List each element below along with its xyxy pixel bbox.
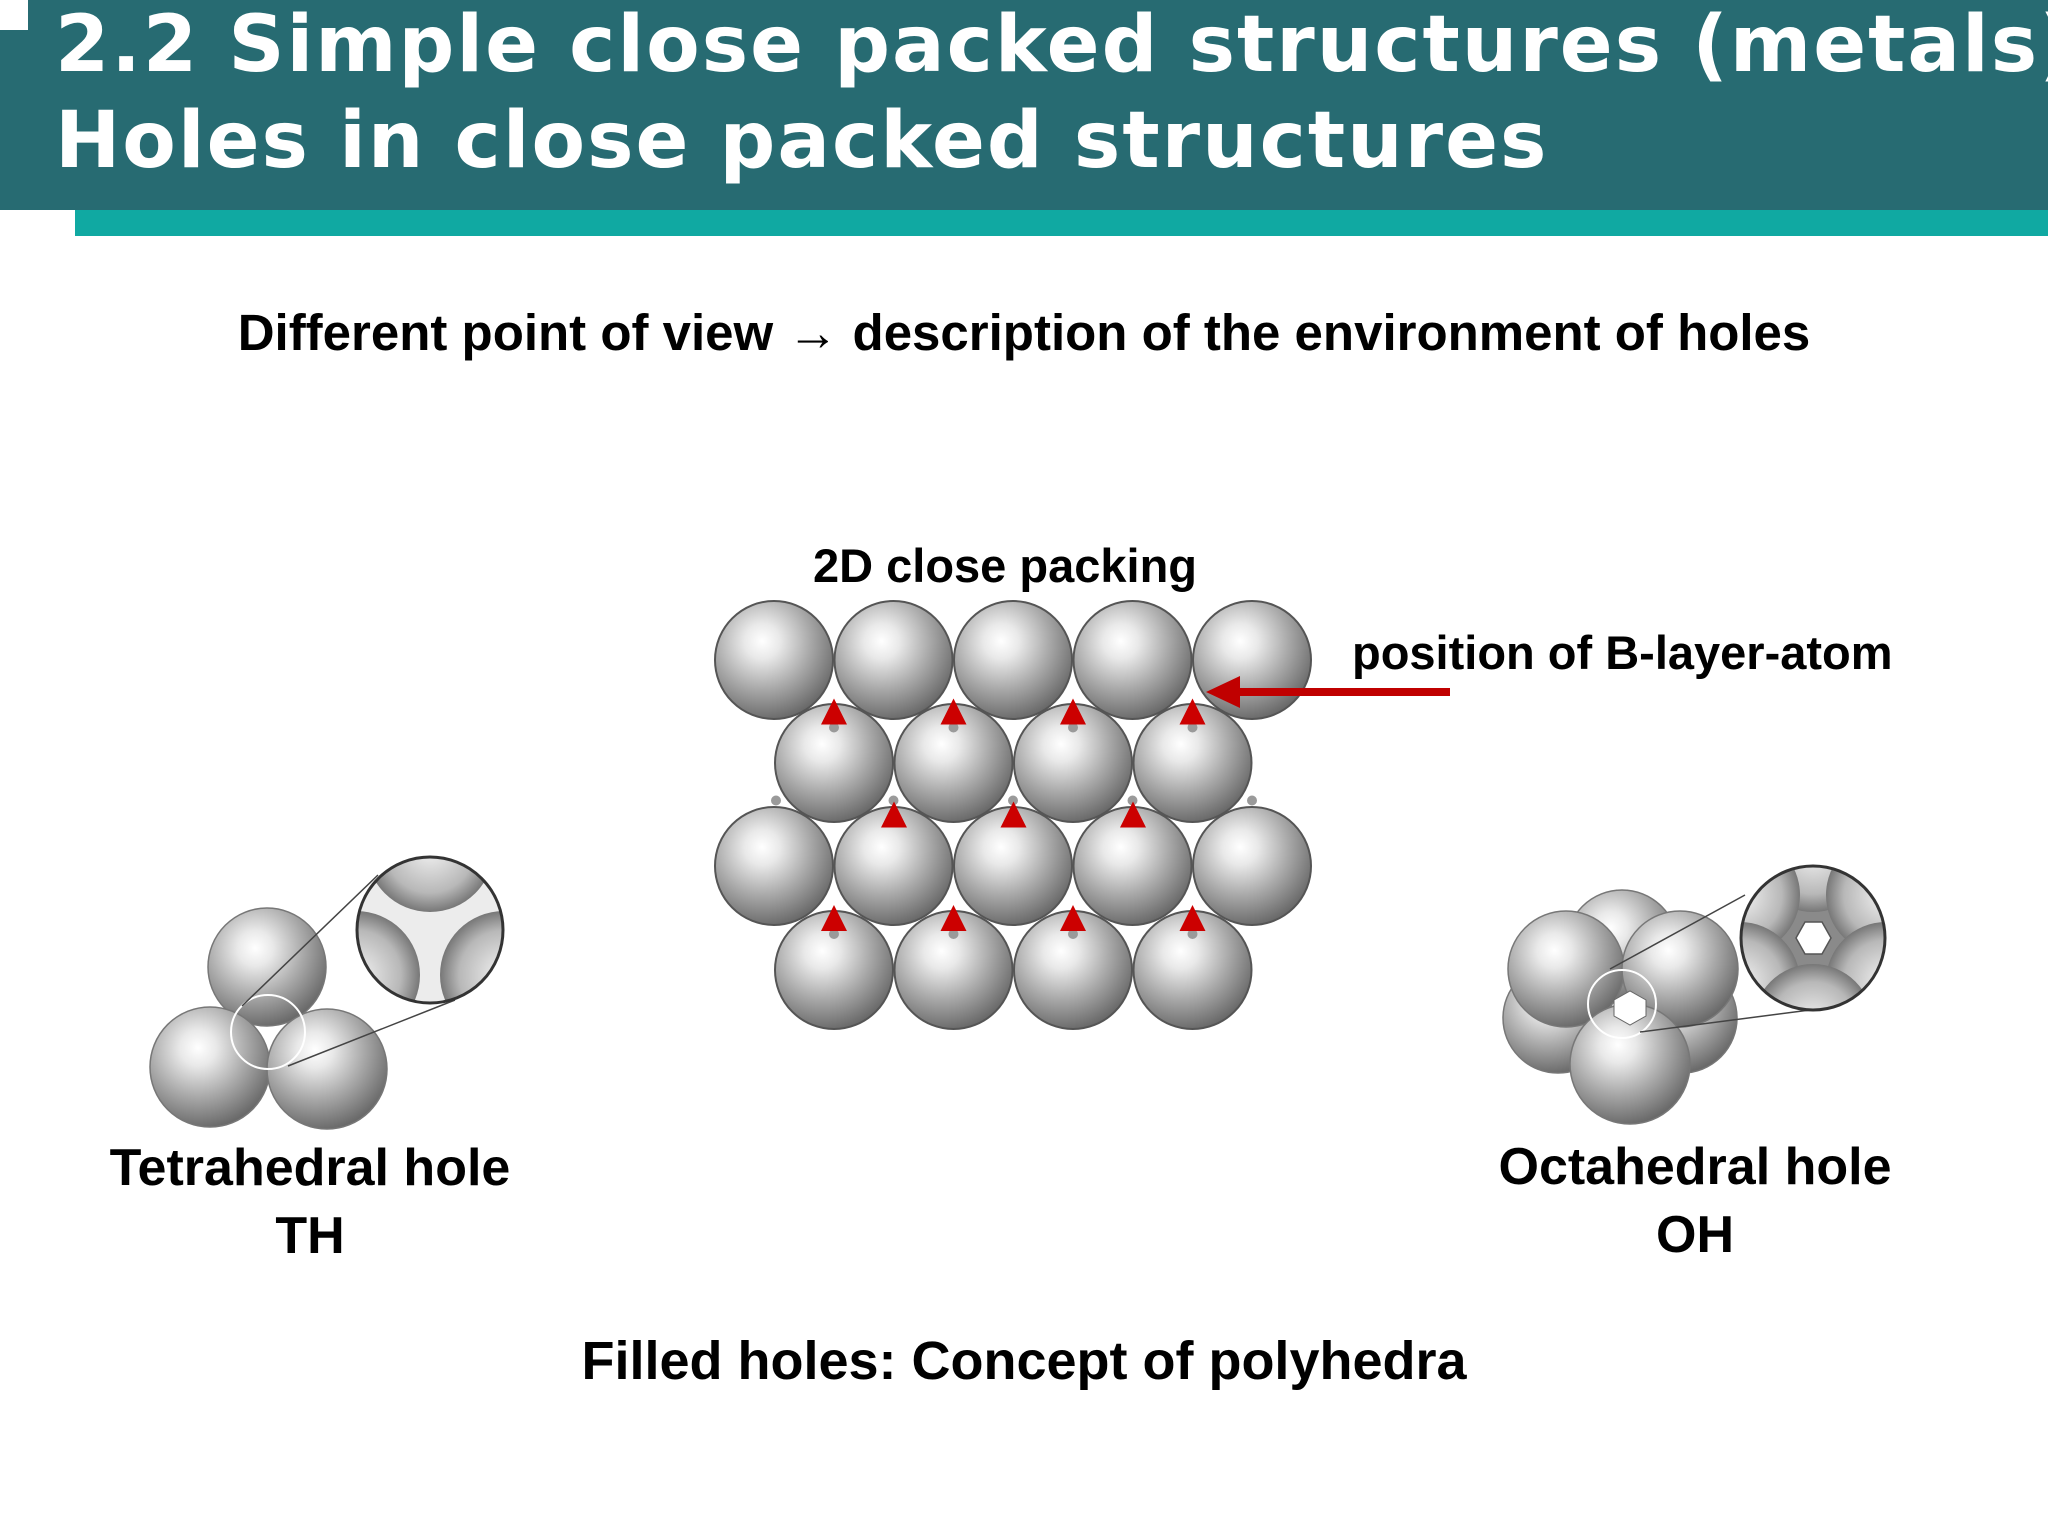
c-layer-hole-dot (1008, 795, 1018, 806)
c-layer-hole-dot (888, 795, 899, 806)
b-layer-hole (1060, 698, 1086, 725)
c-layer-hole-dot (1068, 929, 1078, 939)
packing-sphere (714, 806, 834, 926)
b-layer-hole (940, 698, 967, 725)
packing-sphere (714, 600, 834, 720)
banner-accent-stripe (75, 210, 2048, 236)
th-zoom-lens (357, 857, 503, 1003)
slide-footer-note: Filled holes: Concept of polyhedra (581, 1331, 1467, 1391)
octahedral-hole-illustration (1502, 864, 1887, 1125)
packing-sphere (833, 600, 954, 720)
slide-subtitle: Different point of view → description of… (237, 304, 1811, 361)
c-layer-hole-dot (829, 722, 839, 733)
b-layer-hole (1060, 905, 1086, 931)
close-packing-label: 2D close packing (813, 539, 1197, 592)
tetrahedral-hole-abbr: TH (275, 1207, 345, 1265)
b-layer-hole (1120, 801, 1146, 828)
b-layer-hole (821, 698, 847, 725)
b-layer-hole (940, 905, 967, 931)
th-sphere-left (149, 1006, 271, 1128)
b-layer-hole (821, 905, 847, 931)
th-focus-ring (230, 994, 306, 1070)
packing-hole-dots (771, 722, 1257, 939)
packing-sphere (953, 600, 1073, 720)
b-layer-hole (1179, 698, 1206, 725)
c-layer-hole-dot (771, 795, 781, 806)
slide-title-line-2: Holes in close packed structures (55, 96, 1549, 186)
c-layer-hole-dot (829, 929, 839, 939)
c-layer-hole-dot (948, 722, 959, 733)
c-layer-hole-dot (948, 929, 959, 939)
packing-sphere (1192, 806, 1312, 926)
packing-red-holes (821, 698, 1206, 931)
c-layer-hole-dot (1247, 795, 1257, 806)
c-layer-hole-dot (1187, 929, 1198, 939)
b-layer-hole (881, 801, 907, 828)
th-sphere-right (266, 1008, 388, 1130)
c-layer-hole-dot (1068, 722, 1078, 733)
th-sphere-top (207, 907, 327, 1027)
oh-focus-ring (1587, 969, 1657, 1039)
c-layer-hole-dot (1187, 722, 1198, 733)
title-banner: 2.2 Simple close packed structures (meta… (0, 0, 2048, 210)
b-layer-hole (1179, 905, 1206, 931)
packing-sphere (1192, 600, 1312, 720)
c-layer-hole-dot (1127, 795, 1138, 806)
oh-zoom-lens (1741, 866, 1885, 1010)
tetrahedral-hole-label: Tetrahedral hole (109, 1139, 511, 1197)
b-layer-position-label: position of B-layer-atom (1352, 626, 1893, 679)
b-layer-arrow (1206, 676, 1450, 708)
packing-sphere (1072, 600, 1193, 720)
banner-notch (0, 0, 28, 30)
b-layer-hole (1000, 801, 1027, 828)
tetrahedral-hole-illustration (149, 855, 505, 1130)
octahedral-hole-abbr: OH (1656, 1206, 1734, 1264)
slide-title-line-1: 2.2 Simple close packed structures (meta… (55, 0, 2048, 90)
octahedral-hole-label: Octahedral hole (1498, 1138, 1892, 1196)
packing-sphere-layer (714, 600, 1312, 1030)
